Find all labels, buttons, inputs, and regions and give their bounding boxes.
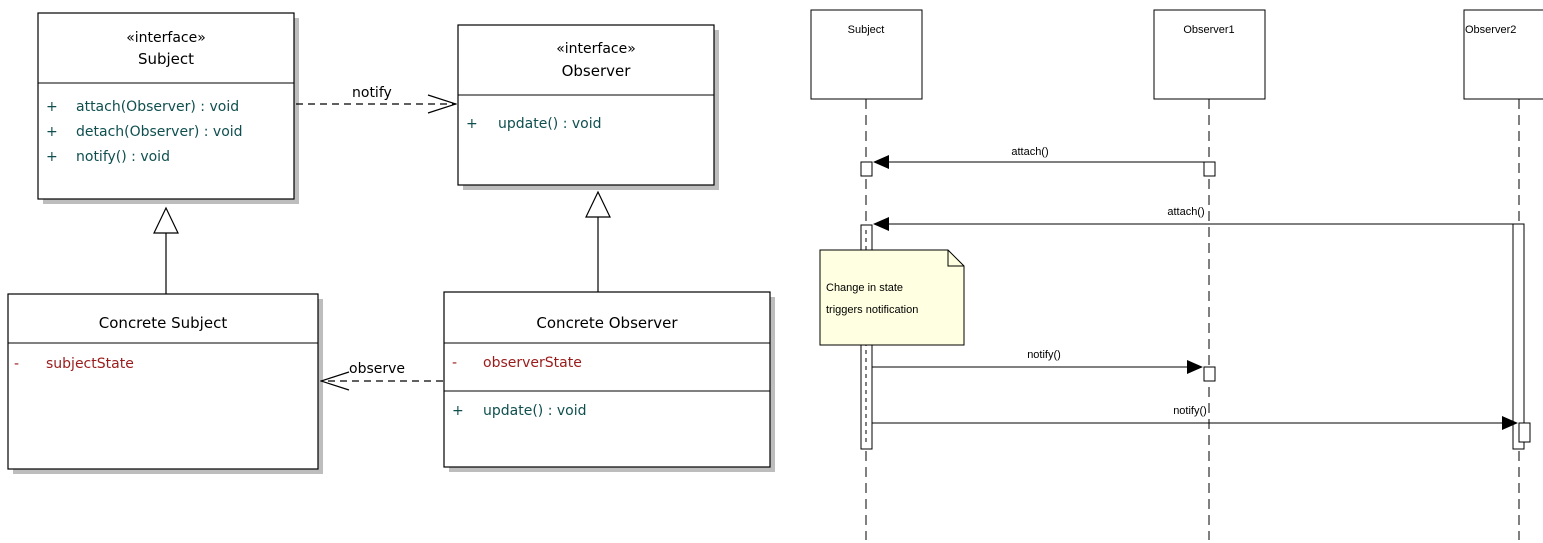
- note-state-change[interactable]: Change in state triggers notification: [819, 249, 965, 346]
- class-subject-box: [37, 12, 295, 200]
- message-attach-observer2: attach(): [873, 206, 1513, 231]
- lifeline-observer2-head: [1463, 9, 1543, 100]
- note-icon: [819, 249, 965, 346]
- activation-observer1-notify: [1203, 366, 1216, 382]
- lifeline-observer1-head: [1153, 9, 1266, 100]
- class-concrete-observer-name: Concrete Observer: [536, 314, 678, 332]
- visibility-marker: +: [46, 149, 58, 165]
- class-subject[interactable]: «interface» Subject + attach(Observer) :…: [37, 12, 299, 204]
- message-attach-observer1: attach(): [873, 146, 1204, 169]
- operation-attach: attach(Observer) : void: [76, 99, 239, 115]
- class-concrete-observer[interactable]: Concrete Observer - observerState + upda…: [443, 291, 775, 472]
- visibility-marker: +: [46, 99, 58, 115]
- attribute-subject-state: subjectState: [46, 356, 134, 372]
- visibility-marker: +: [466, 116, 478, 132]
- inheritance-triangle-icon: [153, 206, 179, 234]
- dependency-observe-label: observe: [349, 361, 405, 377]
- operation-detach: detach(Observer) : void: [76, 124, 243, 140]
- activation-observer2-main: [1512, 223, 1525, 450]
- operation-notify: notify() : void: [76, 149, 170, 165]
- message-notify-observer1-label: notify(): [1027, 349, 1061, 361]
- inheritance-triangle-icon: [585, 190, 611, 218]
- note-line-1: Change in state: [826, 282, 903, 294]
- lifeline-subject-head: [810, 9, 923, 100]
- lifeline-observer2-label: Observer2: [1465, 24, 1516, 36]
- lifeline-subject[interactable]: Subject: [810, 9, 923, 540]
- class-observer-box: [457, 24, 715, 186]
- class-observer-name: Observer: [562, 62, 632, 80]
- activation-observer2-notify: [1518, 422, 1531, 443]
- class-concrete-subject[interactable]: Concrete Subject - subjectState: [7, 293, 323, 474]
- message-attach-observer2-label: attach(): [1167, 206, 1204, 218]
- activation-observer1-attach: [1203, 161, 1216, 177]
- note-line-2: triggers notification: [826, 304, 918, 316]
- class-concrete-observer-box: [443, 291, 771, 468]
- message-notify-observer2-label: notify(): [1173, 405, 1207, 417]
- dependency-notify: notify: [296, 85, 456, 104]
- generalization-observer: [585, 190, 611, 292]
- note-fold: [947, 250, 964, 267]
- operation-update: update() : void: [498, 116, 602, 132]
- class-observer-stereotype: «interface»: [556, 41, 636, 57]
- generalization-subject: [153, 206, 179, 294]
- class-concrete-subject-box: [7, 293, 319, 470]
- lifeline-observer2[interactable]: Observer2: [1463, 9, 1543, 540]
- activation-subject-attach1: [860, 161, 873, 177]
- class-concrete-subject-name: Concrete Subject: [99, 314, 228, 332]
- message-attach-observer1-label: attach(): [1011, 146, 1048, 158]
- visibility-marker: -: [14, 356, 19, 372]
- dependency-notify-label: notify: [352, 85, 392, 101]
- operation-update: update() : void: [483, 403, 587, 419]
- message-notify-observer2: notify(): [872, 405, 1518, 430]
- dependency-observe: observe: [321, 361, 443, 381]
- attribute-observer-state: observerState: [483, 355, 582, 371]
- class-subject-name: Subject: [138, 50, 194, 68]
- lifeline-observer1[interactable]: Observer1: [1153, 9, 1266, 540]
- visibility-marker: +: [452, 403, 464, 419]
- class-observer[interactable]: «interface» Observer + update() : void: [457, 24, 719, 190]
- visibility-marker: -: [452, 355, 457, 371]
- visibility-marker: +: [46, 124, 58, 140]
- message-notify-observer1: notify(): [872, 349, 1203, 374]
- lifeline-observer1-label: Observer1: [1183, 24, 1234, 36]
- class-subject-stereotype: «interface»: [126, 30, 206, 46]
- lifeline-subject-label: Subject: [848, 24, 885, 36]
